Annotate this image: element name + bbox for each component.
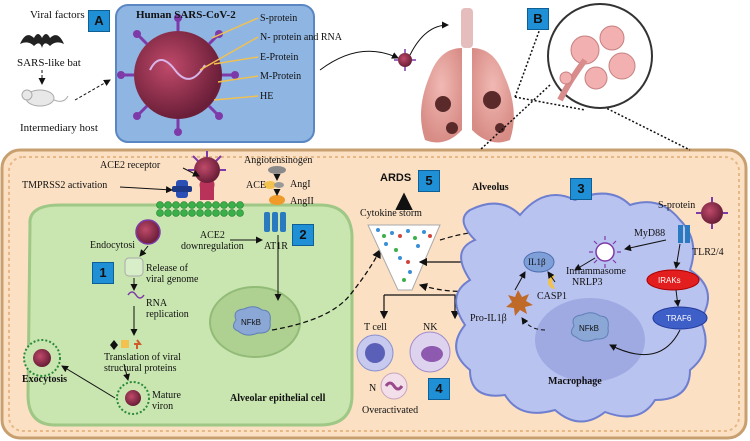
badge-2: 2: [292, 224, 314, 246]
badge-5: 5: [418, 170, 440, 192]
pro-il1b-icon: [506, 290, 533, 316]
traf6-label: TRAF6: [666, 314, 692, 323]
ace-label: ACE: [246, 180, 266, 191]
angI-icon: [274, 182, 284, 188]
bat-icon: [20, 34, 64, 48]
t-cell-icon: [356, 334, 394, 372]
angII-icon: [269, 195, 285, 205]
inflammasome-label: Inflammasome: [566, 266, 626, 277]
component-m-protein: M-Protein: [260, 71, 302, 82]
alveoli-icon: [547, 3, 653, 109]
angiotensinogen-label: Angiotensinogen: [244, 155, 313, 166]
n-label: N: [369, 383, 377, 394]
nk-label: NK: [423, 322, 438, 333]
inflammasome-icon: [589, 236, 621, 268]
cytokine-storm-label: Cytokine storm: [360, 208, 422, 219]
at1r-label: AT1R: [264, 241, 288, 252]
genome-vesicle-icon: [124, 257, 144, 277]
nk-cell-icon: [409, 331, 451, 373]
virus-icon: [188, 151, 226, 183]
badge-b: B: [527, 8, 549, 30]
irak-pill: [646, 269, 700, 291]
ace2-receptor-icon: [199, 180, 215, 200]
membrane-receptors: [156, 201, 244, 217]
component-he: HE: [260, 91, 274, 102]
nlrp3-label: NRLP3: [572, 277, 603, 288]
protein-star-icon: [134, 339, 142, 349]
t-cell-label: T cell: [364, 322, 387, 333]
small-virus-icon: [394, 49, 416, 71]
component-n-protein: N- protein and RNA: [260, 32, 342, 43]
badge-a: A: [88, 10, 110, 32]
nfkb-epithelial-icon: [232, 306, 271, 336]
pro-il1b-label: Pro-IL1β: [470, 313, 507, 324]
translation-label: Translation of viral structural proteins: [104, 352, 181, 374]
ace2-downregulation-label: ACE2 downregulation: [181, 230, 244, 252]
nfkb-epithelial-label: NFkB: [241, 318, 261, 327]
il1b-label: IL1β: [528, 257, 546, 267]
alveolus-label: Alveolus: [472, 182, 509, 193]
endosome-icon: [135, 219, 161, 245]
angI-label: AngI: [290, 179, 311, 190]
macrophage-arrows: [514, 239, 681, 356]
tmprss2-activation-label: TMPRSS2 activation: [22, 180, 108, 191]
s-protein-virus-icon: [696, 197, 728, 229]
mouse-icon: [21, 89, 69, 107]
mature-viron-icon: [116, 381, 150, 415]
angII-label: AngII: [290, 196, 314, 207]
component-e-protein: E-Protein: [260, 52, 299, 63]
irak-label: IRAKs: [658, 276, 681, 285]
ace-enzyme-icon: [264, 181, 276, 189]
viral-factors-label: Viral factors: [30, 9, 85, 21]
badge-3: 3: [570, 178, 592, 200]
component-pointer-lines: [199, 17, 259, 101]
rna-icon: [127, 291, 145, 299]
nfkb-to-cytokine-arrow: [271, 248, 381, 331]
tlr-receptor-icon: [678, 225, 690, 243]
il1b-icon: [523, 251, 555, 273]
mature-viron-label: Mature viron: [152, 390, 181, 412]
sars-like-bat-label: SARS-like bat: [17, 57, 81, 69]
cytokine-storm-icon: [367, 224, 441, 291]
ards-label: ARDS: [380, 172, 412, 184]
endocytosis-label: Endocytosi: [90, 240, 135, 251]
big-virus-icon: [117, 14, 239, 136]
ace2-receptor-label: ACE2 receptor: [100, 160, 161, 171]
s-protein-label: S-protein: [658, 200, 696, 211]
exocytosis-label: Exocytosis: [22, 374, 67, 385]
alveolar-cell-label: Alveolar epithelial cell: [230, 393, 326, 404]
overactivated-label: Overactivated: [362, 405, 419, 416]
nfkb-macrophage-icon: [570, 312, 609, 342]
tmprss2-icon: [172, 180, 192, 198]
angiotensinogen-icon: [268, 166, 286, 174]
myd88-label: MyD88: [634, 228, 666, 239]
protein-diamond-icon: [110, 340, 118, 350]
virus-to-lung-arrow: [409, 21, 449, 56]
intermediary-host-label: Intermediary host: [20, 122, 98, 134]
at1r-receptor-icon: [264, 212, 286, 232]
badge-4: 4: [428, 378, 450, 400]
casp1-label: CASP1: [537, 291, 568, 302]
sars-cov-2-title: Human SARS-CoV-2: [136, 9, 236, 21]
badge-1: 1: [92, 262, 114, 284]
exocytosis-vesicle-icon: [23, 339, 61, 377]
lungs-icon: [421, 8, 514, 143]
rna-replication-label: RNA replication: [146, 298, 189, 320]
component-s-protein: S-protein: [260, 13, 298, 24]
protein-square-icon: [121, 340, 129, 348]
host-to-human-arrow: [74, 79, 111, 101]
tlr-label: TLR2/4: [692, 247, 724, 258]
epithelial-pathway-arrows: [61, 167, 282, 399]
release-genome-label: Release of viral genome: [146, 263, 199, 285]
neutrophil-icon: [380, 372, 408, 400]
macrophage-label: Macrophage: [548, 376, 602, 387]
traf6-pill: [652, 306, 708, 330]
box-to-lung-arrow: [319, 50, 399, 71]
nfkb-macrophage-label: NFkB: [579, 324, 599, 333]
